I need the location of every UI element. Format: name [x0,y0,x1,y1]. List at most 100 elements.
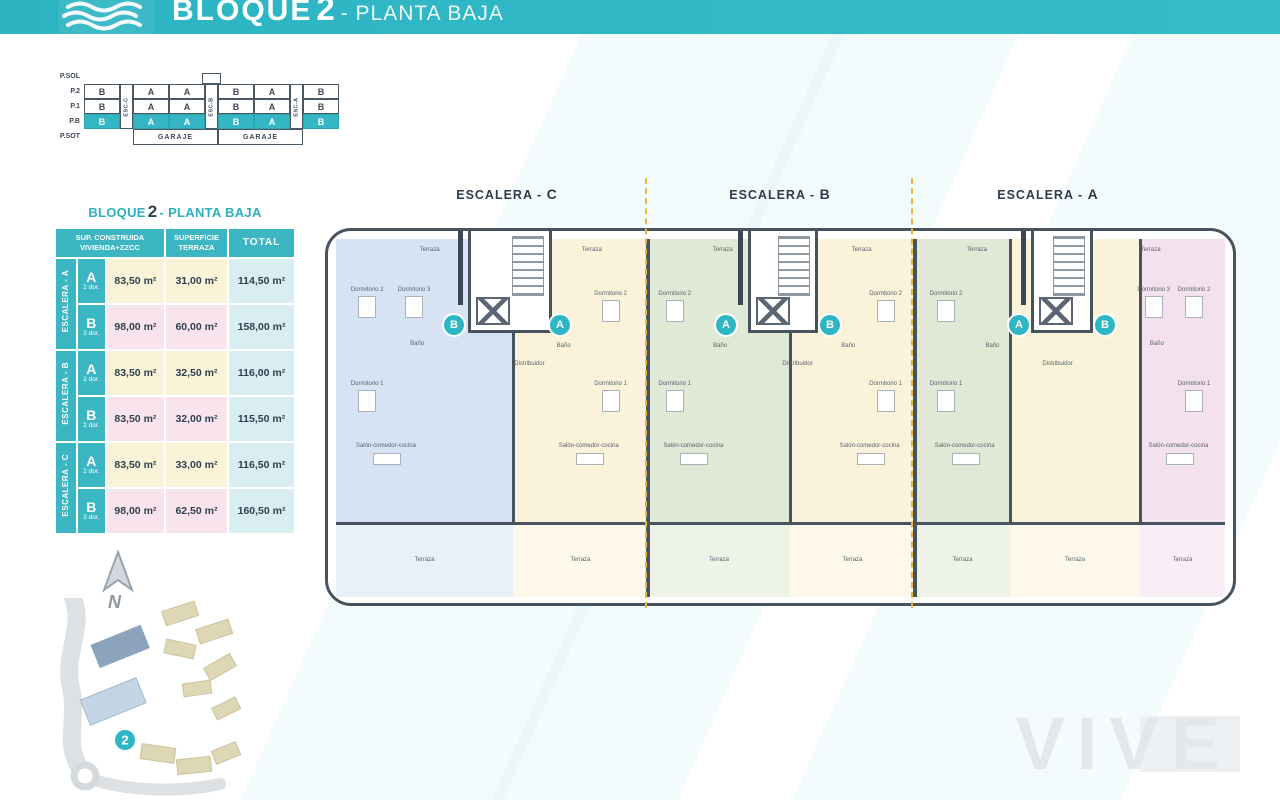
terraza-label: Terraza [570,557,591,563]
elevator-icon [1039,297,1073,325]
terraza-value: 32,00 m² [165,396,228,441]
elevator-icon [756,297,790,325]
room-label: Dormitorio 2 [658,291,692,297]
north-label: N [108,592,122,612]
north-arrow-icon: N [101,549,135,612]
watermark-logo: VIVE [1015,702,1232,785]
section-unit-cell: A [169,114,205,129]
terraza-label: Terraza [1064,557,1086,563]
terraza-region [336,525,513,597]
room-label: Baño [1149,341,1164,347]
unit-badge: A [550,315,570,335]
bed-furniture [665,300,684,322]
title-bloque: BLOQUE [172,0,313,27]
unit-badge: A [1009,315,1029,335]
roundabout [70,761,100,791]
room-label: Terraza [851,247,872,253]
col-header-terraza: SUPERFICIE TERRAZA [165,229,228,257]
garage-cell: GARAJE [133,129,218,145]
table-title-bloque: BLOQUE [88,205,146,220]
room-label: Baño [985,343,1000,349]
room-label: Terraza [966,247,988,253]
sofa-furniture [951,453,980,465]
bed-furniture [665,390,684,412]
floor-label: P.1 [70,102,80,110]
floor-label: P.SOL [59,73,80,80]
room-label: Salón-comedor-cocina [663,443,724,449]
room-label: Distribuidor [782,361,813,367]
floor-label: P.2 [70,87,80,95]
bed-furniture [876,300,895,322]
room-label: Dormitorio 1 [1177,381,1211,387]
section-wall [646,239,650,597]
section-wall [913,239,917,597]
apartment-divider-wall [789,239,792,522]
room-label: Baño [410,341,425,347]
construida-value: 83,50 m² [106,396,164,441]
room-label: Salón-comedor-cocina [839,443,900,449]
title-sub: - PLANTA BAJA [340,2,504,25]
terraza-region [790,525,915,597]
terraza-value: 31,00 m² [165,258,228,303]
unit-badge: B [820,315,840,335]
bed-furniture [358,296,377,318]
col-header-total: TOTAL [229,229,294,257]
section-unit-cell: B [218,99,254,114]
section-unit-cell: A [169,99,205,114]
total-value: 114,50 m² [229,258,294,303]
terraza-value: 62,50 m² [165,488,228,533]
section-unit-cell: B [84,99,120,114]
room-label: Dormitorio 2 [869,291,902,297]
room-label: Salón-comedor-cocina [1148,443,1209,449]
bed-furniture [1144,296,1163,318]
bed-furniture [876,390,895,412]
room-label: Dormitorio 2 [594,291,627,297]
section-unit-cell: A [254,99,290,114]
floor-label: P.SOT [59,133,80,140]
bed-furniture [937,390,955,412]
terraza-region [915,525,1010,597]
elevator-icon [476,297,510,325]
room-label: Dormitorio 1 [929,381,963,387]
section-unit-cell: B [303,114,339,129]
construida-value: 98,00 m² [106,304,164,349]
stairwell [468,231,552,333]
watermark-box [1140,716,1240,772]
block-badge-number: 2 [121,733,128,748]
terraza-region [648,525,790,597]
garage-cell: GARAJE [218,129,303,145]
room-label: Terraza [1140,247,1161,253]
section-unit-cell: B [218,114,254,129]
heading-letter: A [1087,186,1099,202]
lift-overrun [202,73,221,84]
apartment-divider-wall [512,239,515,522]
site-plan-map: 2 [60,598,242,796]
bed-furniture [937,300,955,322]
road [79,770,226,796]
stairwell [1031,231,1093,333]
room-label: Distribuidor [514,361,545,367]
bed-furniture [405,296,423,318]
section-unit-cell: B [303,84,339,99]
floor-label: P.B [69,117,80,125]
total-value: 116,00 m² [229,350,294,395]
section-divider-dashed-line [645,178,647,608]
section-unit-cell: A [169,84,205,99]
total-value: 158,00 m² [229,304,294,349]
apartment-region [1140,239,1225,522]
sofa-furniture [575,453,604,465]
common-zone-bar [1021,231,1026,305]
terraza-value: 33,00 m² [165,442,228,487]
brand-logo [58,0,154,34]
terraza-label: Terraza [708,557,730,563]
